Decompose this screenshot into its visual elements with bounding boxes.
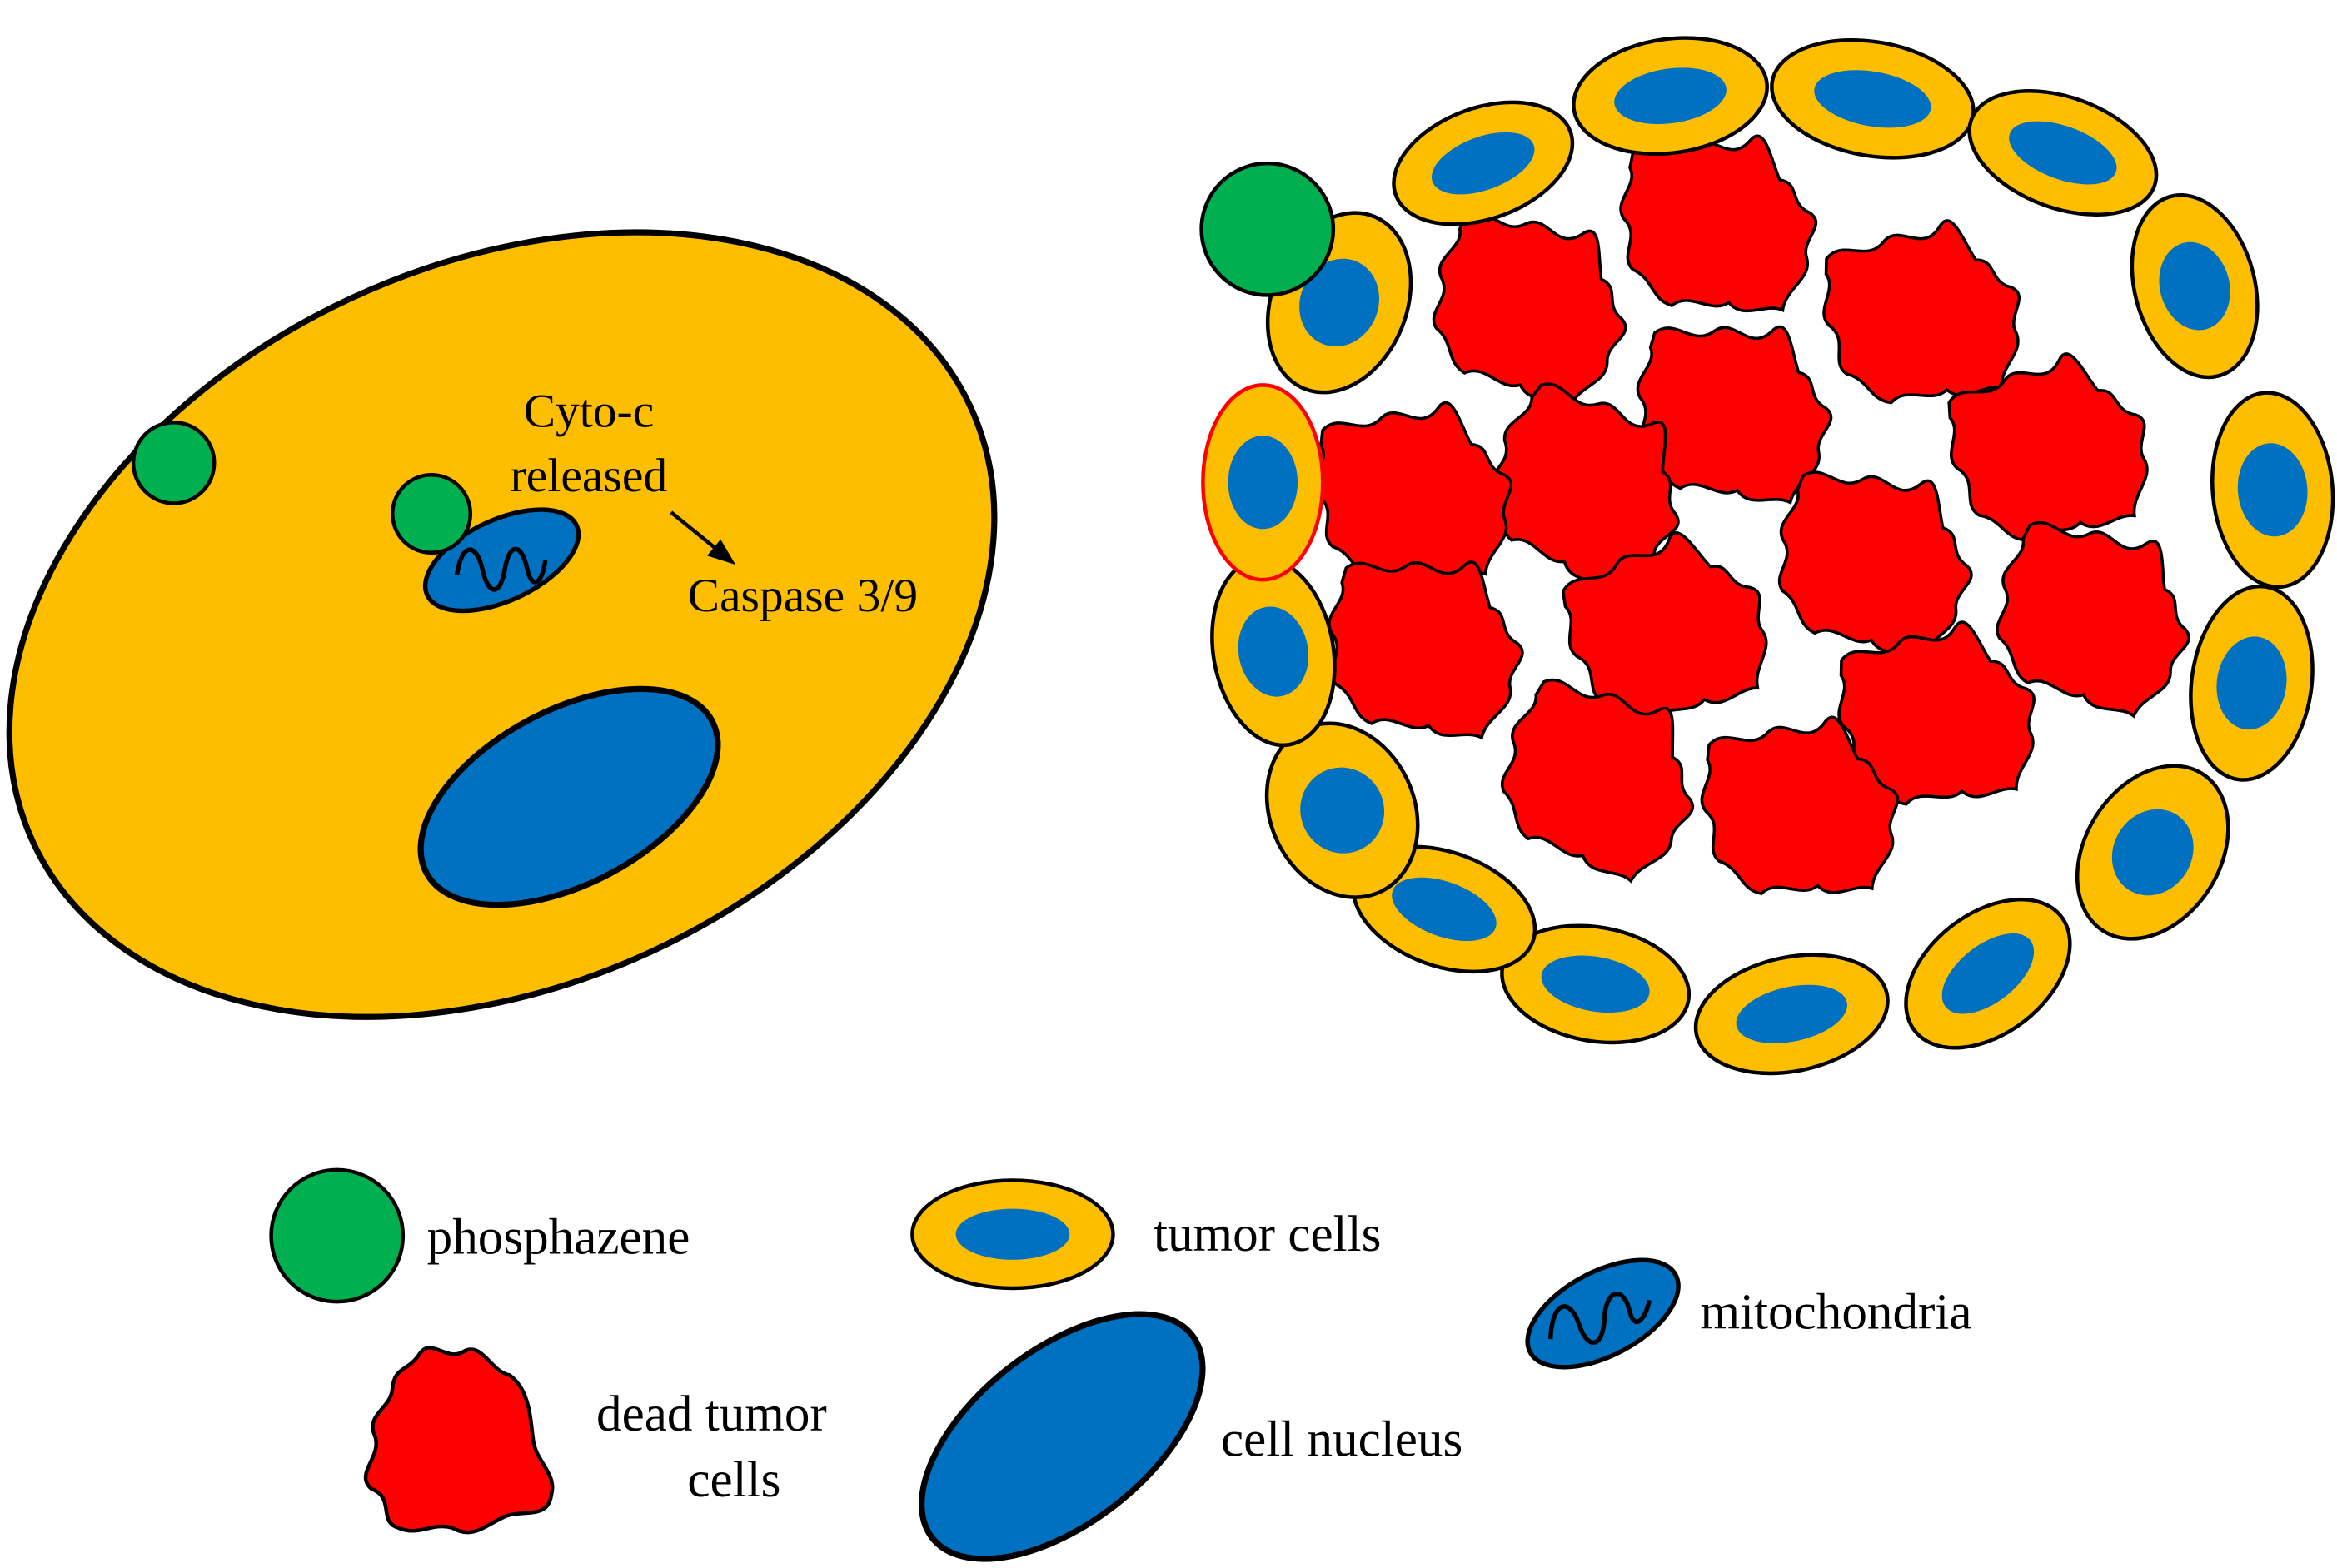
cyto-c-label: Cyto-c — [524, 386, 655, 438]
tumor-cell-5 — [2130, 193, 2260, 380]
dead-tumor-cell-11 — [1318, 548, 1532, 744]
tumor-cell-4 — [1967, 89, 2159, 217]
large-tumor-cell: Cyto-c released Caspase 3/9 — [6, 229, 998, 1020]
tumor-cell-3 — [1770, 37, 1976, 160]
mitochondria-legend-icon — [1525, 1257, 1681, 1370]
tumor-cell-8 — [2075, 764, 2230, 941]
arrow-head — [706, 539, 736, 565]
legend-dead-tumor-cells-label-1: dead tumor — [596, 1386, 827, 1442]
legend-dead-tumor-cells-label-2: cells — [687, 1452, 780, 1508]
legend: phosphazene tumor cells mitochondria dea… — [269, 1167, 1972, 1562]
released-label: released — [511, 450, 668, 502]
cell-nucleus-icon — [919, 1311, 1206, 1562]
legend-phosphazene-label: phosphazene — [427, 1210, 690, 1266]
mitochondria-icon — [422, 507, 581, 614]
dead-tumor-cell-1 — [1619, 134, 1818, 313]
tumor-cell-15 — [1201, 383, 1325, 582]
tumor-cell-2 — [1572, 36, 1769, 157]
caspase-label: Caspase 3/9 — [688, 570, 919, 622]
dead-tumor-cells-group — [1307, 134, 2213, 905]
dead-tumor-cell-icon — [366, 1347, 552, 1532]
phosphazene-icon — [269, 1167, 406, 1304]
tumor-cell-14 — [1210, 555, 1337, 748]
cytoplasm — [6, 229, 998, 1020]
phosphazene-outer — [131, 421, 217, 505]
legend-tumor-cells-label: tumor cells — [1154, 1207, 1381, 1262]
phosphazene-inner — [391, 473, 473, 555]
tumor-cell-11 — [1500, 923, 1692, 1045]
tumor-cell-13 — [1264, 721, 1420, 899]
tumor-cell-9 — [1904, 897, 2072, 1050]
phosphazene-spheroid — [1199, 161, 1336, 297]
tumor-cell-7 — [2189, 584, 2315, 782]
cell-nucleus — [417, 685, 721, 908]
dead-tumor-cell-7 — [1307, 396, 1521, 590]
tumor-cell-1 — [1392, 100, 1575, 226]
legend-cell-nucleus-label: cell nucleus — [1221, 1411, 1462, 1467]
dead-tumor-cell-2 — [1412, 194, 1650, 417]
tumor-cell-10 — [1693, 953, 1890, 1076]
tumor-cell-icon — [910, 1178, 1115, 1291]
tumor-cell-6 — [2210, 391, 2335, 590]
tumor-cell-ring — [1201, 36, 2335, 1076]
legend-mitochondria-label: mitochondria — [1701, 1285, 1972, 1341]
